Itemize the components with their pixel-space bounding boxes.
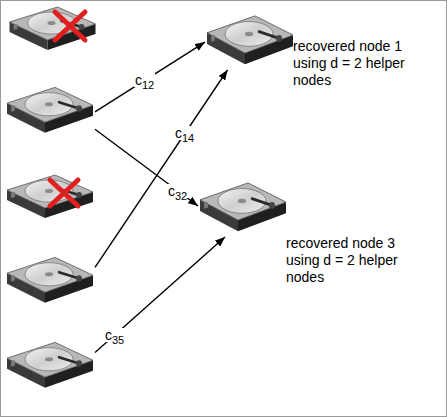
edge-label: c35: [104, 328, 125, 342]
node-caption: recovered node 3 using d = 2 helper node…: [286, 235, 426, 286]
recovered-drive: recovered node 3 using d = 2 helper node…: [198, 175, 288, 237]
drive-icon: [198, 175, 288, 237]
helper-drive: [5, 250, 95, 308]
edge-label: c14: [174, 126, 195, 140]
recovered-drive: recovered node 1 using d = 2 helper node…: [205, 8, 295, 70]
repair-arrow: [95, 70, 228, 267]
drive-icon: [5, 80, 95, 138]
drive-icon: [205, 8, 295, 70]
edge-label: c32: [167, 184, 188, 198]
failed-drive: [10, 7, 96, 50]
repair-arrow: [95, 42, 205, 112]
node-caption: recovered node 1 using d = 2 helper node…: [293, 38, 433, 89]
helper-drive: [5, 335, 95, 393]
drive-icon: [5, 250, 95, 308]
edge-label: c12: [134, 73, 155, 87]
failed-drive: [7, 175, 93, 218]
repair-arrow: [95, 237, 225, 352]
repair-arrow: [95, 129, 198, 206]
helper-drive: [5, 80, 95, 138]
drive-icon: [5, 335, 95, 393]
